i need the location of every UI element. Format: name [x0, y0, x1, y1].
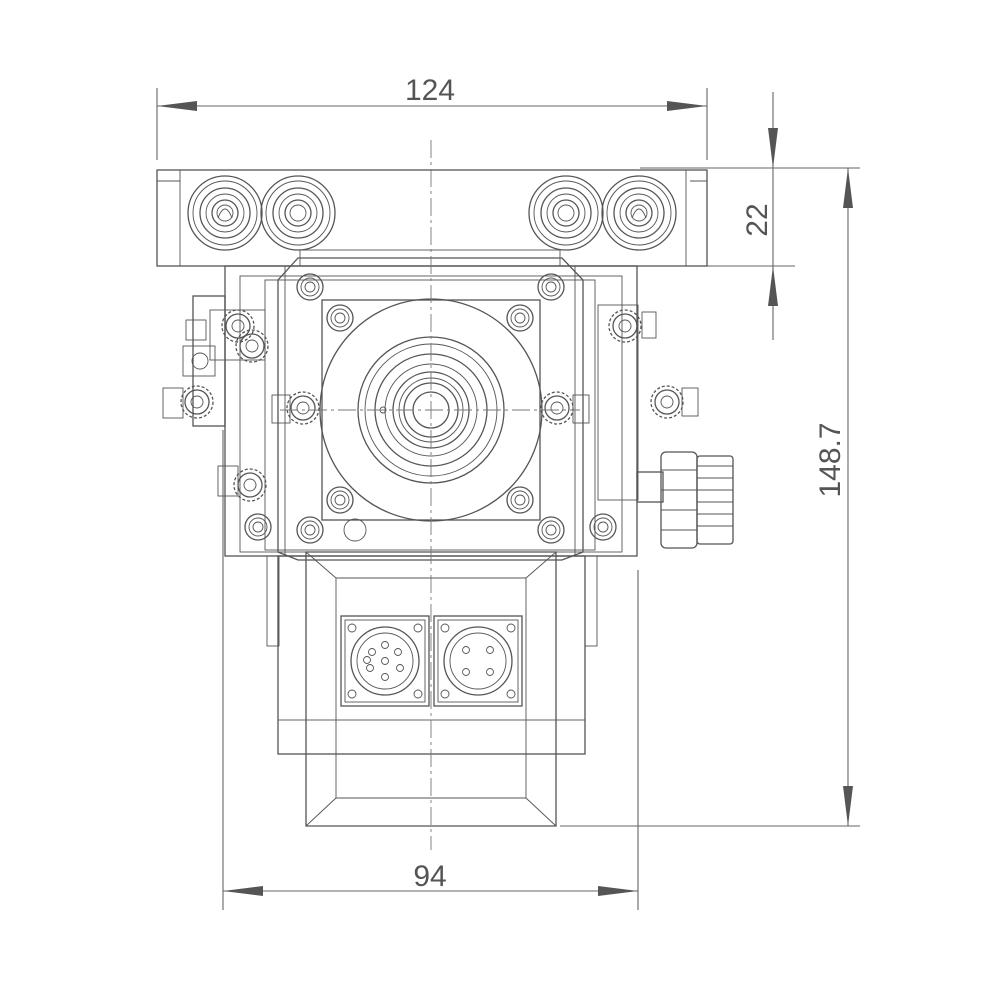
focus-knob — [636, 451, 734, 549]
top-width-label: 124 — [405, 74, 455, 107]
cable-gland-2 — [260, 175, 336, 251]
overall-height-dimension — [560, 168, 860, 827]
connector-housing — [266, 551, 598, 827]
top-height-label: 22 — [741, 203, 774, 236]
top-width-dimension — [156, 88, 708, 160]
overall-height-label: 148.7 — [814, 422, 847, 497]
left-bracket — [162, 295, 291, 497]
cable-gland-3 — [528, 175, 604, 251]
front-flange-plate — [277, 257, 584, 561]
adjustment-knobs — [180, 309, 684, 502]
bottom-width-label: 94 — [413, 860, 446, 893]
top-height-dimension — [640, 92, 860, 340]
connector-8pin — [340, 615, 430, 707]
right-bracket — [572, 304, 699, 501]
cable-gland-4 — [601, 175, 677, 251]
alignment-pin — [343, 518, 367, 542]
flange-bolts — [244, 273, 617, 544]
bottom-width-dimension — [222, 430, 639, 910]
center-lines — [280, 140, 580, 850]
cable-gland-1 — [187, 175, 263, 251]
connector-4pin — [433, 615, 523, 707]
